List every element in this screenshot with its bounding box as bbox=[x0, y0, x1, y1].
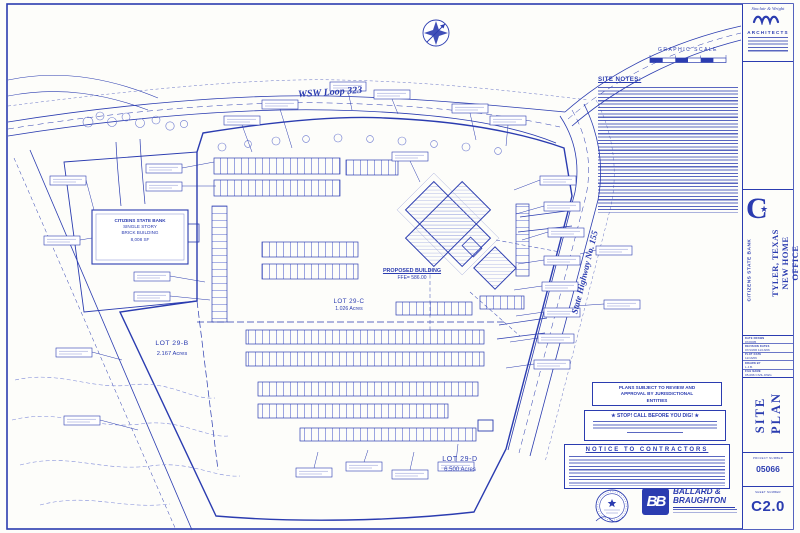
client-block: C ★ CITIZENS STATE BANK TYLER, TEXAS NEW… bbox=[743, 190, 800, 336]
title-fields-block: DATE DRAWN 07/2005 REVISION DATES 07/13/… bbox=[743, 336, 793, 378]
title-block-strip: Sinclair & Wright ARCHITECTS C ★ CITIZEN… bbox=[742, 4, 800, 529]
lot-29d-area: 6.500 Acres bbox=[444, 467, 476, 474]
notice-to-contractors: NOTICE TO CONTRACTORS bbox=[564, 444, 730, 489]
utility-lines bbox=[429, 239, 561, 337]
sheet-title-word1: SITE bbox=[753, 396, 767, 434]
existing-building-area: 8,008 SF bbox=[130, 236, 150, 242]
lot-29d-label: LOT 29-D 6.500 Acres bbox=[424, 456, 496, 475]
field-revision-label: REVISION DATES bbox=[745, 344, 770, 348]
call-before-dig-notice: ★ STOP! CALL BEFORE YOU DIG! ★ bbox=[584, 410, 726, 441]
plans-review-line2: APPROVAL BY JURISDICTIONAL bbox=[620, 391, 694, 397]
field-file-name-label: FILE NAME bbox=[745, 370, 761, 374]
field-revision-dates: REVISION DATES 07/13/06 11/13/06 bbox=[743, 344, 793, 353]
lot-29c-label: LOT 29-C 1.026 Acres bbox=[318, 298, 380, 313]
plans-review-notice: PLANS SUBJECT TO REVIEW AND APPROVAL BY … bbox=[592, 382, 722, 406]
field-date-drawn-value: 07/2005 bbox=[745, 339, 757, 344]
existing-building-line2: SINGLE STORY bbox=[123, 224, 157, 230]
site-notes: SITE NOTES: bbox=[598, 76, 740, 214]
sheet-number-block: SHEET NUMBER C2.0 bbox=[743, 487, 793, 515]
existing-building-name: CITIZENS STATE BANK bbox=[114, 218, 166, 223]
engineer-monogram: BB bbox=[642, 488, 669, 515]
field-file-name: FILE NAME 05-066 CIVIL.DWG bbox=[743, 370, 793, 378]
existing-building-footprint bbox=[91, 209, 200, 265]
citizens-logo-star-icon: ★ bbox=[760, 204, 769, 214]
sheet-number-label: SHEET NUMBER bbox=[755, 490, 781, 494]
lot-29c-area: 1.026 Acres bbox=[335, 306, 363, 313]
proposed-building-label: PROPOSED BUILDING FFE= 586.00 bbox=[372, 268, 452, 281]
engineer-logo-block: BB BALLARD & BRAUGHTON bbox=[642, 487, 742, 524]
proposed-building-ffe: FFE= 586.00 bbox=[397, 275, 427, 282]
engineer-name-line2: BRAUGHTON bbox=[673, 495, 727, 505]
landscape-contours bbox=[11, 111, 502, 506]
field-drawn-by: DRAWN BY L.J.B. bbox=[743, 361, 793, 370]
lot-29c-name: LOT 29-C bbox=[333, 298, 365, 305]
field-drawn-by-label: DRAWN BY bbox=[745, 361, 761, 365]
proposed-building-footprint bbox=[396, 172, 517, 290]
architect-logo-icon bbox=[752, 15, 780, 26]
callout-leader-lines bbox=[79, 90, 605, 471]
field-plot-date: PLOT DATE 11/13/06 bbox=[743, 353, 793, 362]
citizens-bank-name-vertical: CITIZENS STATE BANK bbox=[747, 238, 753, 302]
project-name: NEW HOME OFFICE bbox=[780, 236, 800, 290]
project-city: TYLER, TEXAS bbox=[770, 229, 780, 297]
dig-notice-phone bbox=[627, 432, 683, 435]
architect-profession: ARCHITECTS bbox=[747, 30, 789, 35]
engineer-name-line1: BALLARD & bbox=[673, 487, 721, 496]
plans-review-line1: PLANS SUBJECT TO REVIEW AND bbox=[618, 385, 696, 390]
engineer-tagline bbox=[673, 509, 737, 514]
architect-firm-name: Sinclair & Wright bbox=[751, 6, 785, 11]
field-plot-date-label: PLOT DATE bbox=[745, 353, 762, 357]
field-file-name-value: 05-066 CIVIL.DWG bbox=[745, 373, 772, 378]
field-date-drawn: DATE DRAWN 07/2005 bbox=[743, 336, 793, 345]
site-notes-title: SITE NOTES: bbox=[598, 76, 642, 83]
lot-29b-name: LOT 29-B bbox=[155, 340, 189, 347]
dig-title: STOP! CALL BEFORE YOU DIG! bbox=[616, 413, 694, 419]
contractors-text bbox=[569, 456, 725, 486]
consultant-block-empty bbox=[743, 62, 793, 190]
lot-29d-name: LOT 29-D bbox=[442, 456, 478, 463]
project-title-vertical: TYLER, TEXAS NEW HOME OFFICE bbox=[770, 224, 800, 302]
sheet-number-value: C2.0 bbox=[751, 498, 785, 515]
annotation-callouts bbox=[43, 81, 641, 480]
graphic-scale-bar bbox=[649, 55, 727, 63]
graphic-scale-label: GRAPHIC SCALE bbox=[657, 47, 719, 53]
contractors-title: NOTICE TO CONTRACTORS bbox=[585, 447, 709, 453]
field-revision-value: 07/13/06 11/13/06 bbox=[745, 347, 770, 352]
parking-rows bbox=[211, 157, 530, 442]
sheet-title-vertical: SITE PLAN bbox=[752, 391, 784, 434]
sheet-title-word2: PLAN bbox=[769, 391, 783, 434]
existing-building-label: CITIZENS STATE BANK SINGLE STORY BRICK B… bbox=[94, 218, 186, 243]
parcel-boundaries bbox=[63, 116, 573, 521]
field-date-drawn-label: DATE DRAWN bbox=[745, 336, 765, 340]
dig-star-right: ★ bbox=[694, 413, 699, 419]
sheet-title-block: SITE PLAN bbox=[743, 378, 793, 453]
sheet-border-frame bbox=[6, 3, 794, 530]
lot-29b-area: 2.167 Acres bbox=[156, 351, 188, 358]
project-number-block: PROJECT NUMBER 05066 bbox=[743, 453, 793, 487]
architect-block: Sinclair & Wright ARCHITECTS bbox=[743, 4, 793, 62]
project-number-label: PROJECT NUMBER bbox=[752, 456, 784, 460]
engineer-seal bbox=[595, 489, 629, 523]
plans-review-line3: ENTITIES bbox=[646, 397, 668, 403]
north-arrow-icon bbox=[422, 19, 450, 47]
dig-star-left: ★ bbox=[611, 413, 616, 419]
existing-building-line3: BRICK BUILDING bbox=[121, 230, 159, 236]
site-notes-text bbox=[598, 87, 738, 214]
dig-notice-text bbox=[593, 421, 717, 431]
project-number-value: 05066 bbox=[756, 464, 780, 474]
engineer-rule bbox=[673, 506, 735, 508]
field-plot-date-value: 11/13/06 bbox=[745, 356, 757, 361]
citizens-logo-letter: C bbox=[746, 192, 768, 225]
architect-address bbox=[748, 37, 788, 52]
field-drawn-by-value: L.J.B. bbox=[745, 364, 753, 369]
lot-29b-label: LOT 29-B 2.167 Acres bbox=[140, 340, 204, 358]
proposed-building-name: PROPOSED BUILDING bbox=[382, 268, 442, 274]
